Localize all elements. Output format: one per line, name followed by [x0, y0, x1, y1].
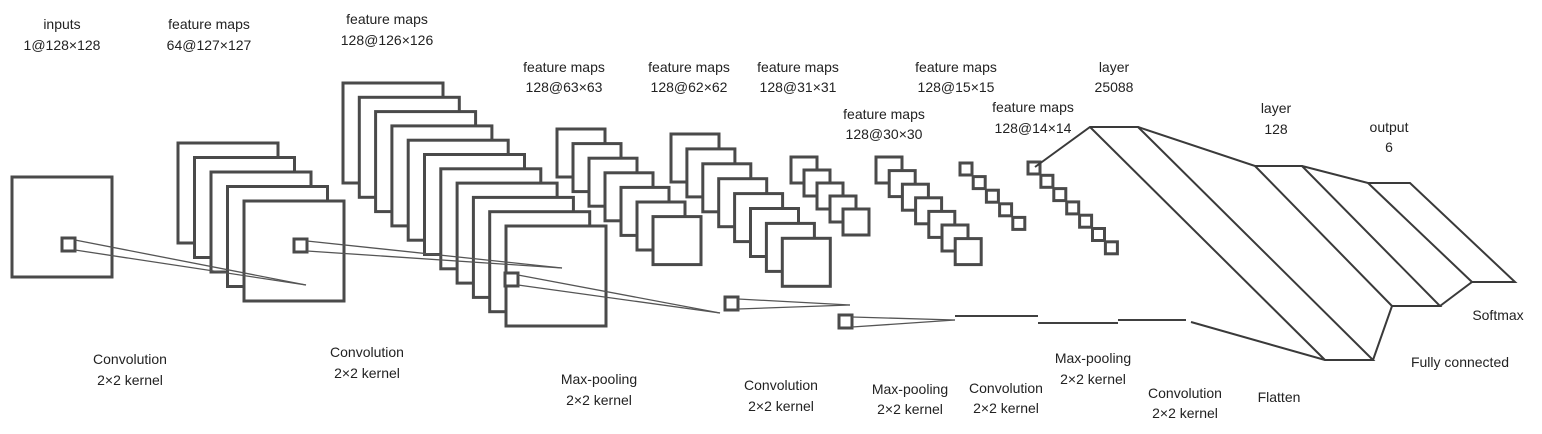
pool3-maps-box [998, 202, 1014, 218]
operation-kernel: 2×2 kernel [973, 400, 1039, 416]
conv5-maps-box [1039, 173, 1055, 189]
fully-connected-layers [1034, 126, 1518, 361]
conv3-maps-box [780, 236, 832, 288]
connection-line [851, 316, 956, 321]
operation-label: Convolution [330, 344, 404, 360]
input-map-box [10, 175, 114, 279]
layer-stacks [10, 81, 1119, 328]
feature-maps-label: feature maps [523, 59, 605, 75]
kernel-window [723, 295, 740, 312]
feature-maps-dims: 128@126×126 [341, 32, 434, 48]
output-layer-edge [1367, 182, 1473, 283]
conv4-maps-box [953, 237, 983, 267]
operation-label: Max-pooling [561, 371, 637, 387]
operation-label: Fully connected [1411, 354, 1509, 370]
operation-label: Flatten [1258, 389, 1301, 405]
operation-kernel: 2×2 kernel [566, 392, 632, 408]
dense-layer-edge [1254, 165, 1393, 307]
connection-line [517, 284, 721, 314]
pool1-maps-box [651, 215, 703, 267]
pool3-maps-box [958, 161, 974, 177]
inputs-dims: 1@128×128 [24, 37, 101, 53]
pool3-maps-box [971, 175, 987, 191]
output-layer-6 [1301, 165, 1518, 307]
inputs-label: inputs [43, 16, 80, 32]
feature-maps-label: feature maps [346, 11, 428, 27]
flatten-layer-edge [1089, 126, 1326, 361]
connection-line [737, 298, 851, 306]
feature-maps-dims: 128@30×30 [846, 126, 923, 142]
bottom-labels: Convolution 2×2 kernel Convolution 2×2 k… [93, 307, 1524, 421]
layer-label: layer [1261, 100, 1292, 116]
feature-maps-dims: 128@62×62 [651, 79, 728, 95]
dense-layer-128 [1137, 126, 1443, 361]
layer-label: layer [1099, 59, 1130, 75]
operation-label: Softmax [1472, 307, 1523, 323]
feature-maps-label: feature maps [915, 59, 997, 75]
operation-label: Max-pooling [872, 381, 948, 397]
conv5-maps-box [1052, 187, 1068, 203]
feature-maps-label: feature maps [992, 99, 1074, 115]
operation-label: Max-pooling [1055, 350, 1131, 366]
kernel-window [60, 236, 77, 253]
output-label: output [1370, 119, 1409, 135]
kernel-window [292, 237, 309, 254]
operation-kernel: 2×2 kernel [877, 401, 943, 417]
feature-maps-dims: 128@63×63 [526, 79, 603, 95]
feature-maps-dims: 128@14×14 [995, 120, 1072, 136]
kernel-connections [60, 236, 1186, 330]
layer-dims: 25088 [1095, 79, 1134, 95]
feature-maps-dims: 128@15×15 [918, 79, 995, 95]
conv5-maps-box [1103, 240, 1119, 256]
operation-label: Convolution [1148, 385, 1222, 401]
operation-kernel: 2×2 kernel [334, 365, 400, 381]
pool2-maps-box [841, 207, 871, 237]
kernel-window [837, 313, 854, 330]
operation-kernel: 2×2 kernel [748, 398, 814, 414]
connection-line [306, 240, 563, 269]
feature-maps-label: feature maps [168, 16, 250, 32]
operation-kernel: 2×2 kernel [1152, 405, 1218, 421]
conv5-maps-box [1078, 213, 1094, 229]
feature-maps-label: feature maps [648, 59, 730, 75]
conv5-maps-box [1065, 200, 1081, 216]
conv5-maps-box [1091, 227, 1106, 242]
operation-kernel: 2×2 kernel [97, 372, 163, 388]
flatten-layer-25088 [1034, 126, 1376, 361]
layer-dims: 128 [1264, 121, 1288, 137]
operation-label: Convolution [93, 351, 167, 367]
pool3-maps-box [1011, 215, 1027, 231]
connection-line [737, 304, 851, 310]
feature-maps-dims: 128@31×31 [760, 79, 837, 95]
connection-line [851, 319, 956, 328]
connection-line [306, 250, 563, 269]
connection-line [517, 274, 721, 314]
top-labels: inputs 1@128×128 feature maps 64@127×127… [24, 11, 1409, 155]
connection-line [74, 239, 307, 286]
kernel-window [503, 271, 520, 288]
operation-label: Convolution [744, 377, 818, 393]
connection-line [74, 249, 307, 286]
output-dims: 6 [1385, 139, 1393, 155]
feature-maps-dims: 64@127×127 [167, 37, 252, 53]
pool3-maps-box [984, 188, 1000, 204]
operation-label: Convolution [969, 380, 1043, 396]
operation-kernel: 2×2 kernel [1060, 371, 1126, 387]
feature-maps-label: feature maps [757, 59, 839, 75]
feature-maps-label: feature maps [843, 106, 925, 122]
